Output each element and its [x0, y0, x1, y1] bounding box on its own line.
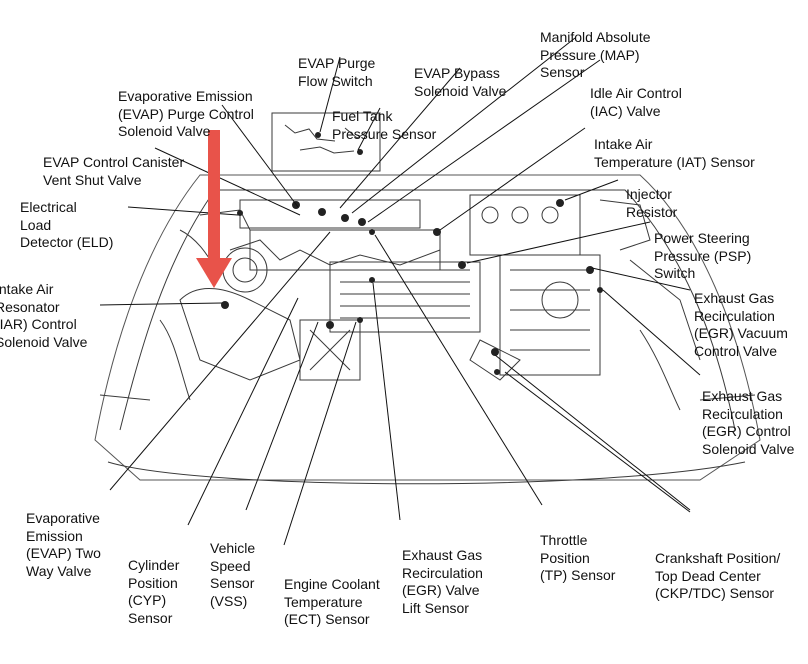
label-iac-valve: Idle Air Control(IAC) Valve	[590, 85, 682, 119]
engine-drawing	[94, 37, 761, 546]
red-arrow-icon	[196, 130, 232, 288]
label-evap-purge-control-solenoid: Evaporative Emission(EVAP) Purge Control…	[118, 88, 254, 139]
label-ckp-tdc-sensor: Crankshaft Position/Top Dead Center(CKP/…	[655, 550, 781, 601]
